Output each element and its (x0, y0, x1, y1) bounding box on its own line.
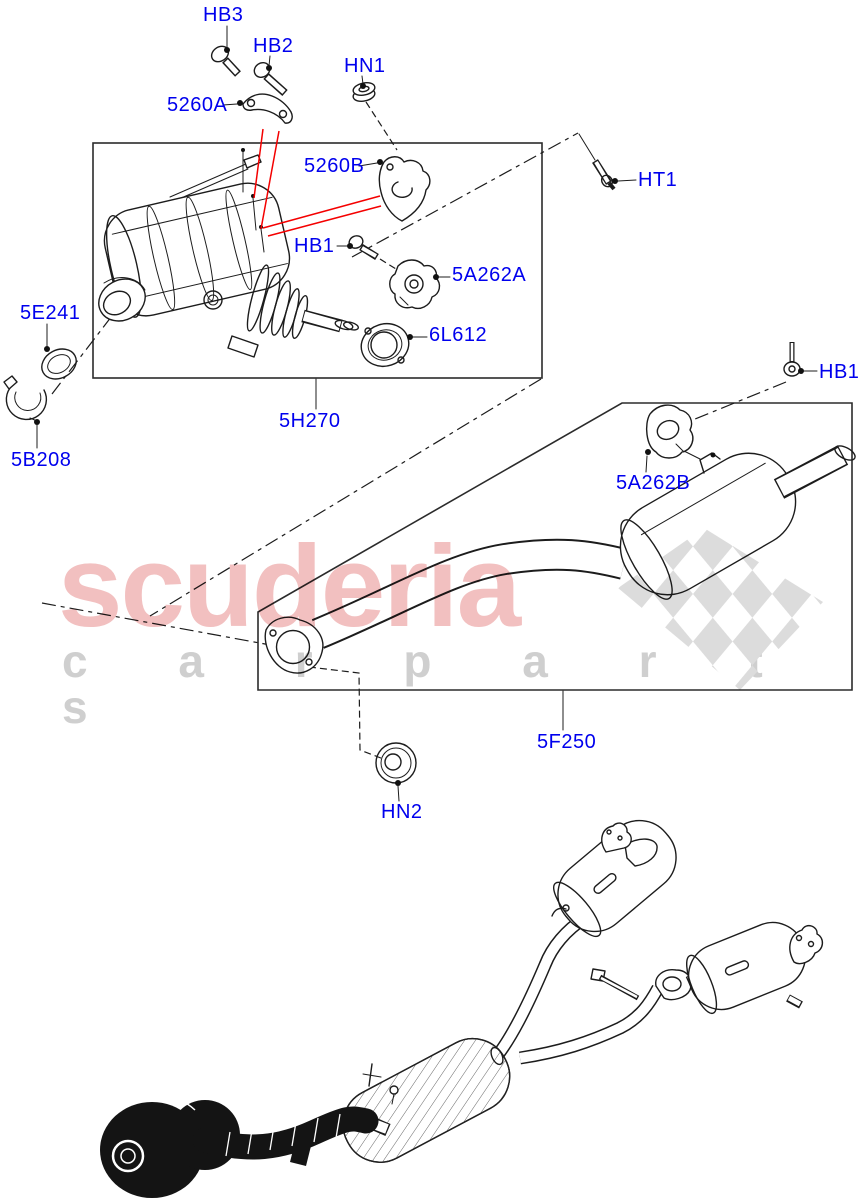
gasket-5e241-drawing (41, 348, 77, 380)
leader-lines (34, 25, 818, 802)
part-label-hb3[interactable]: HB3 (203, 4, 244, 26)
clamp-5b208-drawing (3, 375, 48, 422)
part-label-5h270[interactable]: 5H270 (279, 410, 341, 432)
catalytic-converter-drawing (98, 148, 360, 358)
catalyst-group-box (92, 142, 543, 379)
part-label-5260a[interactable]: 5260A (167, 94, 228, 116)
part-label-5260b[interactable]: 5260B (304, 155, 365, 177)
part-label-hb1-right[interactable]: HB1 (819, 361, 860, 383)
bracket-5a262a-drawing (389, 259, 441, 310)
alignment-lines (41, 101, 787, 761)
part-label-ht1[interactable]: HT1 (638, 169, 678, 191)
part-label-5a262b[interactable]: 5A262B (616, 472, 691, 494)
part-label-hn2[interactable]: HN2 (381, 801, 423, 823)
sensor-ht1-drawing (578, 133, 616, 191)
part-label-hn1[interactable]: HN1 (344, 55, 386, 77)
part-label-hb1-left[interactable]: HB1 (294, 235, 335, 257)
part-label-6l612[interactable]: 6L612 (429, 324, 488, 346)
bracket-5a262b-drawing (645, 404, 694, 459)
muffler-group-box (257, 402, 853, 691)
bolt-hb2-drawing (253, 61, 288, 96)
bolt-hb3-drawing (210, 45, 241, 77)
part-label-5f250[interactable]: 5F250 (537, 731, 597, 753)
rear-silencer-drawing (264, 442, 856, 674)
bolt-hb1-right-drawing (783, 342, 801, 377)
bracket-5260a-drawing (242, 93, 293, 124)
nut-hn2-drawing (375, 742, 417, 784)
assembled-exhaust-overview (100, 819, 824, 1198)
part-label-hb2[interactable]: HB2 (253, 35, 294, 57)
bracket-5260b-drawing (378, 156, 431, 222)
gasket-6l612-drawing (360, 322, 410, 368)
part-label-5b208[interactable]: 5B208 (11, 449, 72, 471)
part-label-5e241[interactable]: 5E241 (20, 302, 81, 324)
part-label-5a262a[interactable]: 5A262A (452, 264, 527, 286)
red-callout-lines (253, 128, 382, 237)
